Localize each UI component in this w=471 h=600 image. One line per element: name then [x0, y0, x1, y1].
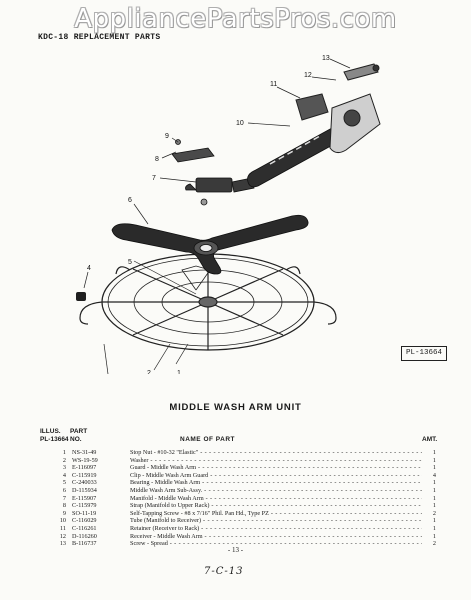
- part-header-line2: NO.: [70, 436, 82, 443]
- callout-10: 10: [236, 120, 244, 127]
- part-number: E-116097: [72, 464, 97, 472]
- name-of-part-header: NAME OF PART: [180, 436, 235, 443]
- part-name: Washer: [130, 457, 422, 465]
- callout-9: 9: [165, 133, 169, 140]
- callout-5: 5: [128, 259, 132, 266]
- illus-number: 4: [62, 471, 66, 479]
- part-name: Tube (Manifold to Receiver): [130, 517, 422, 525]
- illus-number: 11: [60, 524, 66, 532]
- table-row: 8 C-115979 Strap (Manifold to Upper Rack) 1: [40, 502, 450, 510]
- part-name: Screw - Spread: [130, 540, 422, 548]
- illus-number: 5: [62, 479, 66, 487]
- callout-8: 8: [155, 156, 159, 163]
- part-number: D-115934: [72, 486, 97, 494]
- part-amount: 1: [432, 456, 436, 464]
- part-amount: 1: [432, 479, 436, 487]
- part-amount: 1: [432, 486, 436, 494]
- part-amount: 2: [432, 540, 436, 548]
- part-name: Bearing - Middle Wash Arm: [130, 479, 422, 487]
- callout-4: 4: [87, 265, 91, 272]
- part-number: WS-19-59: [72, 456, 98, 464]
- table-row: 12 D-116260 Receiver - Middle Wash Arm 1: [40, 533, 450, 541]
- part-number: C-240033: [72, 479, 97, 487]
- part-name: Middle Wash Arm Sub-Assy.: [130, 487, 422, 495]
- callout-12: 12: [304, 72, 312, 79]
- callout-2: 2: [147, 370, 151, 374]
- watermark: AppliancePartsPros.com: [74, 4, 397, 34]
- illus-number: 2: [62, 456, 66, 464]
- part-no-header: PART NO.: [70, 428, 87, 444]
- part-amount: 1: [432, 502, 436, 510]
- part-name: Strap (Manifold to Upper Rack): [130, 502, 422, 510]
- table-row: 9 SO-11-19 Self-Tapping Screw - #8 x 7/16"…: [40, 510, 450, 518]
- table-row: 6 D-115934 Middle Wash Arm Sub-Assy. 1: [40, 487, 450, 495]
- part-name: Retainer (Receiver to Rack): [130, 525, 422, 533]
- part-number: E-115907: [72, 494, 97, 502]
- illus-number: 10: [59, 517, 66, 525]
- table-row: 2 WS-19-59 Washer 1: [40, 457, 450, 465]
- illus-number: 3: [62, 464, 66, 472]
- table-row: 7 E-115907 Manifold - Middle Wash Arm 1: [40, 495, 450, 503]
- callout-7: 7: [152, 175, 156, 182]
- part-amount: 1: [432, 464, 436, 472]
- part-number: C-116029: [72, 517, 97, 525]
- part-number: NS-31-49: [72, 449, 97, 456]
- table-row: 1 NS-31-49 Stop Nut - #10-32 "Elastic" 1: [40, 449, 450, 457]
- part-amount: 1: [432, 524, 436, 532]
- illus-number: 8: [62, 502, 66, 510]
- part-amount: 1: [432, 494, 436, 502]
- illus-number: 1: [62, 449, 66, 456]
- part-header-line1: PART: [70, 428, 88, 435]
- callout-1: 1: [177, 370, 181, 374]
- amount-header: AMT.: [422, 436, 438, 443]
- part-amount: 4: [432, 471, 436, 479]
- section-title: MIDDLE WASH ARM UNIT: [169, 402, 302, 413]
- illus-number: 12: [59, 532, 66, 540]
- illus-number: 13: [59, 540, 66, 548]
- illus-number: 7: [62, 494, 66, 502]
- page-header: KDC-18 REPLACEMENT PARTS: [38, 33, 161, 42]
- callout-6: 6: [128, 197, 132, 204]
- table-row: 5 C-240033 Bearing - Middle Wash Arm 1: [40, 479, 450, 487]
- diagram-reference-label: PL-13664: [401, 346, 447, 361]
- part-name: Self-Tapping Screw - #8 x 7/16" Phil. Pa…: [130, 510, 422, 518]
- part-name: Manifold - Middle Wash Arm: [130, 495, 422, 503]
- illus-header-line1: ILLUS.: [40, 428, 61, 435]
- part-number: B-116737: [72, 540, 97, 548]
- table-row: 11 C-116261 Retainer (Receiver to Rack) 1: [40, 525, 450, 533]
- illus-number: 9: [62, 509, 66, 517]
- part-amount: 1: [432, 532, 436, 540]
- part-amount: 2: [432, 509, 436, 517]
- callout-13: 13: [322, 55, 330, 62]
- illus-number: 6: [62, 486, 66, 494]
- callout-labels: 1 2 3 4 5 6 7 8 9 10 11 12 13: [87, 55, 330, 374]
- part-number: D-116260: [72, 532, 97, 540]
- guard-clip: [76, 292, 86, 301]
- part-name: Receiver - Middle Wash Arm: [130, 533, 422, 541]
- part-name: Guard - Middle Wash Arm: [130, 464, 422, 472]
- part-number: SO-11-19: [72, 509, 97, 517]
- table-row: 13 B-116737 Screw - Spread 2: [40, 540, 450, 548]
- illus-header-line2: PL-13664: [40, 436, 69, 443]
- part-name: Clip - Middle Wash Arm Guard: [130, 472, 422, 480]
- table-row: 4 C-115919 Clip - Middle Wash Arm Guard 4: [40, 472, 450, 480]
- part-number: C-115979: [72, 502, 97, 510]
- table-row: 10 C-116029 Tube (Manifold to Receiver) 1: [40, 517, 450, 525]
- table-header-left: ILLUS. PL-13664 PART NO.: [40, 428, 87, 444]
- table-row: 3 E-116097 Guard - Middle Wash Arm 1: [40, 464, 450, 472]
- part-amount: 1: [432, 517, 436, 525]
- callout-11: 11: [270, 81, 277, 88]
- part-name: Stop Nut - #10-32 "Elastic": [130, 449, 422, 457]
- part-amount: 1: [432, 449, 436, 456]
- exploded-parts-diagram: 1 2 3 4 5 6 7 8 9 10 11 12 13: [76, 55, 381, 374]
- part-number: C-116261: [72, 524, 97, 532]
- part-number: C-115919: [72, 471, 97, 479]
- handwritten-note: 7-C-13: [204, 566, 244, 577]
- page-number: - 13 -: [227, 546, 244, 554]
